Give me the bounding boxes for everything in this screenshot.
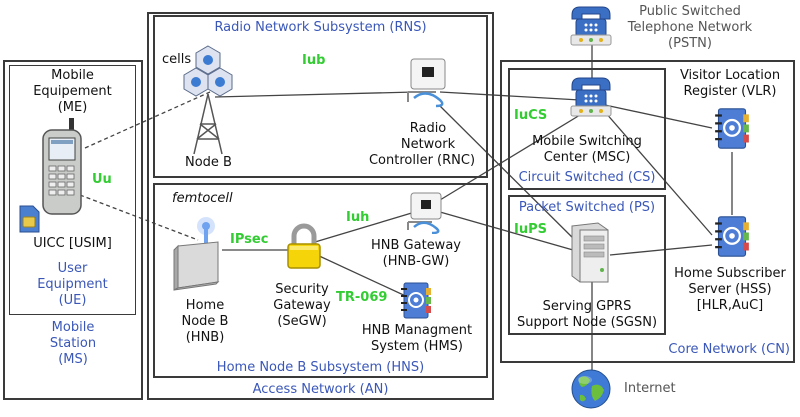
mobile-station-label-1: Mobile <box>51 320 95 335</box>
mobile-phone-icon <box>42 118 82 215</box>
packet-switched-box <box>508 195 666 335</box>
rnc-label-1: Radio <box>409 121 447 136</box>
vlr-label-2: Register (VLR) <box>683 84 777 99</box>
hnb-gw-label-2: (HNB-GW) <box>382 254 450 269</box>
iub-link <box>214 91 416 98</box>
hnbgw-sgsn-link <box>439 211 581 253</box>
iub-interface-label: Iub <box>302 53 326 68</box>
tr069-interface-label: TR-069 <box>336 290 388 305</box>
rnc-label-2: Network <box>400 137 456 152</box>
address-book-icon-hss <box>715 216 749 257</box>
globe-icon <box>571 369 611 409</box>
hnb-gw-label-1: HNB Gateway <box>371 238 461 253</box>
hms-label-2: System (HMS) <box>371 339 463 354</box>
segw-hnbgw-link <box>314 211 416 243</box>
mobile-station-label-3: (MS) <box>58 352 88 367</box>
vlr-label-1: Visitor Location <box>679 68 781 83</box>
msc-label-1: Mobile Switching <box>532 134 642 149</box>
telephone-icon-pstn <box>570 6 612 46</box>
rnc-sgsn-link <box>439 105 586 251</box>
circuit-switched-label: Circuit Switched (CS) <box>518 170 656 185</box>
core-network-box <box>500 60 795 363</box>
mobile-station-label-2: Station <box>49 336 97 351</box>
femtocell-label: femtocell <box>172 191 233 206</box>
circuit-switched-box <box>508 68 666 190</box>
user-equipment-label-1: User <box>57 261 88 276</box>
user-equipment-box <box>9 65 136 315</box>
cell-tower-icon <box>183 45 233 155</box>
segw-label-1: Security <box>275 282 329 297</box>
segw-label-2: Gateway <box>273 298 331 313</box>
hnb-label-1: Home <box>185 298 225 313</box>
server-icon <box>571 222 609 283</box>
msc-vlr-link <box>604 104 713 129</box>
padlock-icon <box>287 223 321 269</box>
packet-switched-label: Packet Switched (PS) <box>518 200 656 215</box>
msc-label-2: Center (MSC) <box>543 150 631 165</box>
core-network-label: Core Network (CN) <box>668 342 790 357</box>
telephone-icon-msc <box>570 77 612 117</box>
hnb-label-2: Node B <box>181 314 229 329</box>
me-label-2: Equipement <box>33 84 112 99</box>
sgsn-label-2: Support Node (SGSN) <box>516 315 658 330</box>
iuh-interface-label: Iuh <box>346 210 370 225</box>
hss-label-2: Server (HSS) <box>688 282 772 297</box>
access-network-label: Access Network (AN) <box>252 382 389 397</box>
sgsn-hss-link <box>609 244 713 256</box>
hms-label-1: HNB Managment <box>361 323 473 338</box>
user-equipment-label-2: Equipment <box>37 277 108 292</box>
segw-label-3: (SeGW) <box>277 314 327 329</box>
mobile-station-box <box>3 60 143 400</box>
hns-box <box>153 183 488 378</box>
rns-label: Radio Network Subsystem (RNS) <box>214 20 427 35</box>
address-book-icon-vlr <box>715 108 749 149</box>
router-icon <box>407 58 446 108</box>
rns-box <box>153 15 488 178</box>
msc-hss-link <box>604 111 713 236</box>
rnc-label-3: Controller (RNC) <box>368 153 476 168</box>
uu-link-hnb <box>79 194 199 241</box>
pstn-label-2: Telephone Network <box>627 20 753 35</box>
uu-interface-label: Uu <box>92 172 112 187</box>
uu-link-nodeb <box>84 91 211 149</box>
pstn-label-1: Public Switched <box>639 4 741 19</box>
hns-label: Home Node B Subsystem (HNS) <box>216 360 425 375</box>
cells-label: cells <box>162 52 192 67</box>
ipsec-interface-label: IPsec <box>230 232 269 247</box>
pstn-label-3: (PSTN) <box>668 36 712 51</box>
segw-hms-link <box>314 253 411 299</box>
hss-label-1: Home Subscriber <box>674 266 786 281</box>
node-b-label: Node B <box>185 155 232 170</box>
me-label-3: (ME) <box>57 100 88 115</box>
rnc-msc-link <box>439 91 581 101</box>
access-network-box <box>147 12 494 400</box>
iucs-interface-label: IuCS <box>514 108 548 123</box>
sim-card-icon <box>19 205 40 233</box>
hss-label-3: [HLR,AuC] <box>696 298 764 313</box>
sgsn-label-1: Serving GPRS <box>542 299 632 314</box>
user-equipment-label-3: (UE) <box>58 293 87 308</box>
hnb-label-3: (HNB) <box>185 330 225 345</box>
internet-label: Internet <box>624 381 676 396</box>
router-icon-hnbgw <box>407 192 442 234</box>
me-label-1: Mobile <box>51 68 94 83</box>
address-book-icon-hms <box>401 282 431 319</box>
hnbgw-msc-link <box>439 114 581 201</box>
femtocell-icon <box>173 217 220 291</box>
iups-interface-label: IuPS <box>514 222 547 237</box>
uicc-label: UICC [USIM] <box>33 236 112 251</box>
